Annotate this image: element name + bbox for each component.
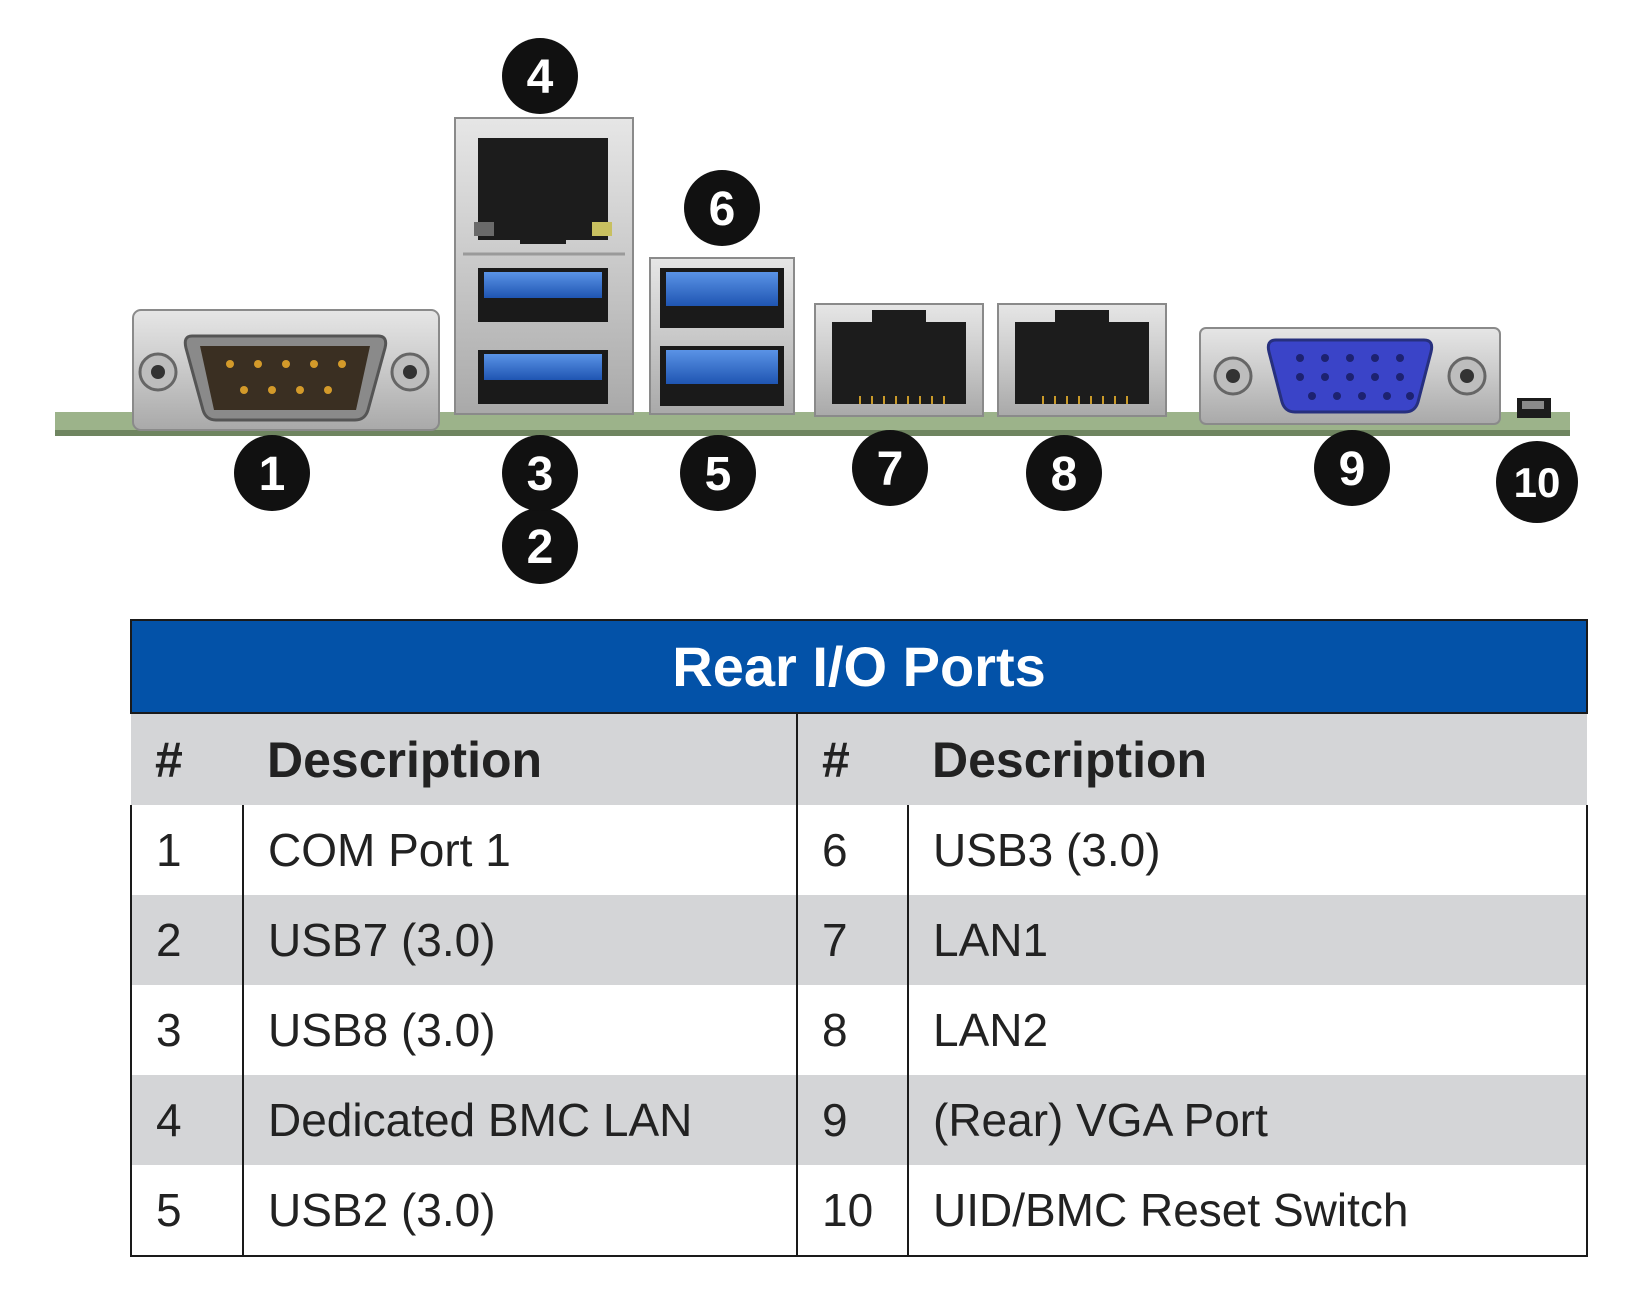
svg-text:1: 1: [259, 448, 286, 501]
usb-stack: [649, 257, 795, 415]
port-description: Dedicated BMC LAN: [242, 1075, 797, 1165]
port-description: LAN1: [906, 895, 1589, 985]
uid-switch: [1517, 398, 1551, 418]
table-row: 1 COM Port 1 6 USB3 (3.0): [130, 805, 1589, 895]
svg-text:8: 8: [1051, 448, 1078, 501]
table-row: 5 USB2 (3.0) 10 UID/BMC Reset Switch: [130, 1165, 1589, 1257]
port-number: 9: [796, 1075, 908, 1165]
table-header-row: # Description # Description: [131, 713, 1588, 805]
callout-4: 4: [502, 38, 578, 114]
svg-text:5: 5: [705, 448, 732, 501]
svg-text:9: 9: [1339, 443, 1366, 496]
column-header-description: Description: [243, 713, 797, 805]
table-row: 3 USB8 (3.0) 8 LAN2: [130, 985, 1589, 1075]
port-number: 1: [130, 805, 243, 895]
port-description: USB3 (3.0): [906, 805, 1589, 895]
svg-text:2: 2: [527, 521, 554, 574]
svg-text:3: 3: [527, 448, 554, 501]
callout-2: 2: [502, 508, 578, 584]
callout-8: 8: [1026, 435, 1102, 511]
svg-text:4: 4: [527, 51, 554, 104]
port-description: (Rear) VGA Port: [906, 1075, 1589, 1165]
callout-9: 9: [1314, 430, 1390, 506]
column-header-number: #: [796, 713, 908, 805]
column-header-description: Description: [908, 713, 1588, 805]
lan2-connector: [997, 303, 1167, 417]
port-description: USB8 (3.0): [242, 985, 797, 1075]
svg-text:7: 7: [877, 443, 904, 496]
rear-io-ports-table: Rear I/O Ports # Description # Descripti…: [129, 619, 1589, 1257]
callout-6: 6: [684, 170, 760, 246]
table-row: 4 Dedicated BMC LAN 9 (Rear) VGA Port: [130, 1075, 1589, 1165]
svg-text:6: 6: [709, 183, 736, 236]
vga-connector: [1199, 327, 1501, 425]
port-number: 10: [796, 1165, 908, 1257]
port-number: 5: [130, 1165, 243, 1257]
callout-10: 10: [1496, 441, 1578, 523]
table-title: Rear I/O Ports: [129, 619, 1589, 714]
table-row: 2 USB7 (3.0) 7 LAN1: [130, 895, 1589, 985]
port-number: 4: [130, 1075, 243, 1165]
callout-3: 3: [502, 435, 578, 511]
com-port-connector: [132, 309, 440, 431]
port-description: USB7 (3.0): [242, 895, 797, 985]
port-number: 8: [796, 985, 908, 1075]
bmc-lan-usb-stack: [454, 117, 634, 415]
lan1-connector: [814, 303, 984, 417]
callout-7: 7: [852, 430, 928, 506]
svg-text:10: 10: [1514, 459, 1561, 506]
port-description: COM Port 1: [242, 805, 797, 895]
port-number: 2: [130, 895, 243, 985]
column-header-number: #: [131, 713, 243, 805]
port-description: UID/BMC Reset Switch: [906, 1165, 1589, 1257]
rear-io-diagram: 1 2 3 4 5 6 7 8 9 10: [55, 38, 1578, 584]
port-number: 3: [130, 985, 243, 1075]
port-number: 7: [796, 895, 908, 985]
callout-1: 1: [234, 435, 310, 511]
port-description: LAN2: [906, 985, 1589, 1075]
port-description: USB2 (3.0): [242, 1165, 797, 1257]
callout-5: 5: [680, 435, 756, 511]
port-number: 6: [796, 805, 908, 895]
